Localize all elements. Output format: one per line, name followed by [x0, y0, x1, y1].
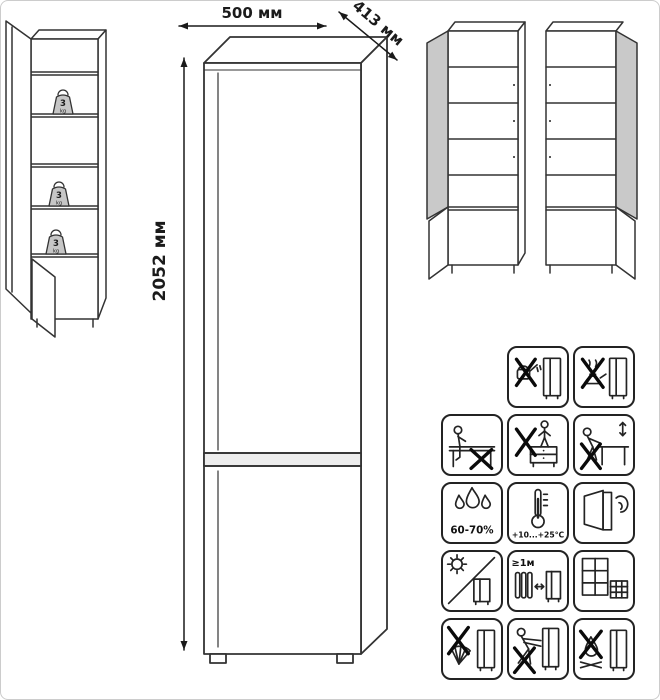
prohibition-x [512, 646, 536, 675]
prohibition-x [578, 629, 603, 660]
tiles-glyph [609, 580, 629, 599]
no-standing-icon [514, 420, 558, 468]
pictogram-close-doors-gently [573, 482, 635, 544]
open-door-shaded [426, 30, 449, 220]
weight-2-unit: kg [56, 201, 62, 207]
weight-1-unit: kg [60, 109, 66, 115]
weight-2-value: 3 [56, 191, 62, 201]
handle-recess [203, 452, 362, 467]
heater-distance-icon: ≥1м [511, 558, 562, 603]
no-dragging-icon [512, 627, 560, 675]
window-grid-glyph [581, 557, 609, 596]
pictogram-heater-distance: ≥1м [507, 550, 569, 612]
prohibition-x [579, 442, 602, 471]
no-steam-icon [580, 357, 628, 400]
shelf-weight-2 [48, 181, 70, 207]
avoid-sunlight-icon [446, 553, 496, 606]
wardrobe-glyph [476, 629, 496, 672]
prohibition-x [514, 357, 537, 388]
wardrobe-glyph [542, 357, 562, 400]
shelf-weight-3 [45, 229, 67, 255]
main-cabinet-drawing [203, 36, 388, 664]
pictogram-no-standing [507, 414, 569, 476]
weight-1-value: 3 [60, 99, 66, 109]
no-abrasive-cleaning-icon [446, 625, 496, 672]
lower-door-open [428, 206, 449, 280]
distance-arrow-glyph [534, 583, 545, 590]
table-glyph [597, 446, 630, 466]
sitting-person-glyph [453, 425, 467, 461]
prohibition-x [469, 447, 494, 471]
shelf-weight-1 [52, 89, 74, 115]
close-doors-gently-icon [583, 489, 629, 531]
pictogram-no-tilting [573, 414, 635, 476]
pictogram-no-steam [573, 346, 635, 408]
campfire-glyph [579, 635, 603, 669]
temperature-icon: +10...+25°C [512, 488, 565, 539]
pictogram-no-dragging [507, 618, 569, 680]
min-distance-label: ≥1м [511, 558, 534, 569]
radiator-glyph [514, 571, 533, 599]
prohibition-x [514, 427, 537, 457]
divider-line [447, 556, 496, 605]
width-dimension-label: 500 мм [221, 4, 282, 22]
table-glyph [448, 446, 496, 468]
wardrobe-glyph [473, 578, 491, 606]
ear-glyph [615, 495, 629, 513]
pictogram-no-sitting [441, 414, 503, 476]
wardrobe-glyph [609, 629, 628, 672]
prohibition-x [446, 625, 470, 656]
cabinet-foot [336, 653, 354, 664]
up-down-arrow-glyph [619, 421, 627, 437]
standing-person-glyph [538, 420, 552, 448]
no-liquids-icon [514, 357, 562, 400]
no-sitting-icon [448, 425, 496, 471]
pictogram-no-open-fire [573, 618, 635, 680]
wardrobe-glyph [545, 570, 562, 603]
pictogram-no-abrasive-cleaning [441, 618, 503, 680]
water-drops-glyph [454, 486, 492, 510]
no-tilting-icon [579, 421, 630, 471]
prohibition-x [580, 357, 605, 389]
open-cabinet-left-view [426, 21, 526, 280]
dresser-glyph [529, 446, 558, 468]
height-dimension-label: 2052 мм [150, 220, 170, 301]
no-open-fire-icon [578, 629, 628, 672]
lower-door-open [615, 206, 636, 280]
cabinet-foot [209, 653, 227, 664]
wardrobe-glyph [541, 627, 560, 671]
temperature-range-label: +10...+25°C [512, 530, 565, 539]
thermometer-glyph [531, 488, 549, 529]
pictogram-no-liquids [507, 346, 569, 408]
weight-3-unit: kg [53, 249, 59, 255]
humidity-range-label: 60-70% [450, 525, 493, 537]
open-door-glyph [583, 489, 613, 531]
open-door-shaded [615, 30, 638, 220]
pictogram-avoid-sunlight [441, 550, 503, 612]
flat-tiled-wall-icon [581, 557, 629, 599]
lower-door-panel [31, 258, 56, 338]
pulling-person-glyph [516, 627, 542, 665]
humidity-icon: 60-70% [450, 486, 494, 537]
open-cabinet-right-view [545, 21, 638, 280]
pictogram-temperature: +10...+25°C [507, 482, 569, 544]
sun-glyph [446, 553, 468, 575]
pictogram-humidity: 60-70% [441, 482, 503, 544]
dimension-arrows [178, 11, 398, 651]
wardrobe-glyph [608, 357, 628, 400]
weight-3-value: 3 [53, 239, 59, 249]
pictogram-flat-tiled-wall [573, 550, 635, 612]
shelf-load-cabinet-drawing: 3 kg 3 kg 3 kg [5, 20, 107, 338]
open-door-panel [5, 20, 32, 314]
